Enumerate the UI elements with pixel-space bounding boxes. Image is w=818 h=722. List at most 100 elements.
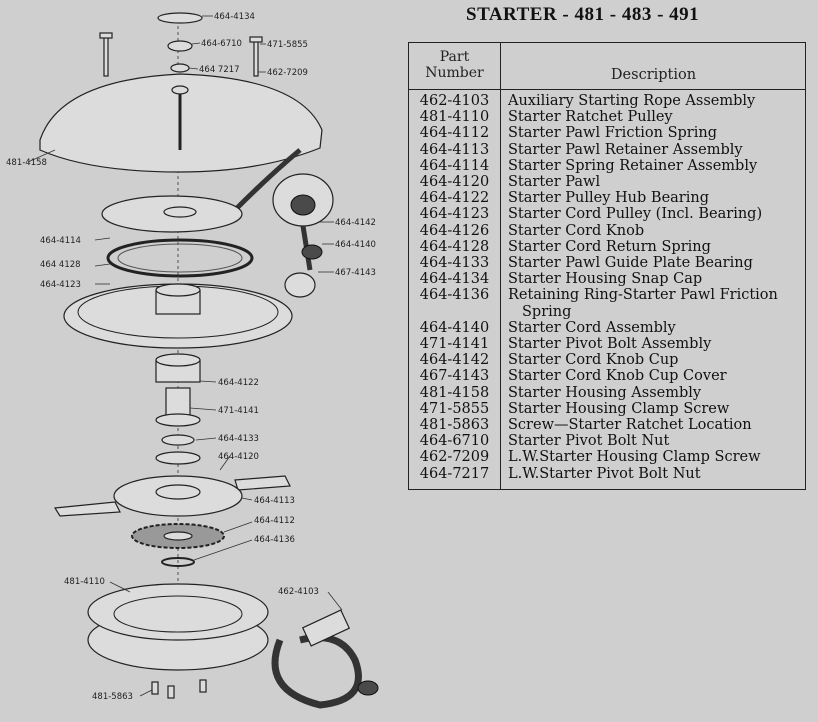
knob-cup-hole: [290, 194, 316, 216]
part-description-line1: Retaining Ring-Starter Pawl Friction: [508, 287, 778, 304]
part-description: Starter Cord Knob Cup Cover: [508, 368, 727, 385]
ratchet-screw-1-part: [151, 681, 159, 695]
part-number: 462-7209: [419, 449, 490, 466]
label-467-4143: 467-4143: [335, 268, 376, 278]
table-row: 471-4141 Starter Pivot Bolt Assembly: [409, 336, 805, 352]
part-description: Screw—Starter Ratchet Location: [508, 417, 752, 434]
label-481-4158: 481-4158: [6, 158, 47, 168]
table-row: 464-4142 Starter Cord Knob Cup: [409, 352, 805, 368]
part-description: Starter Cord Knob: [508, 222, 645, 239]
ratchet-pulley-inner: [113, 595, 243, 633]
part-description: Starter Pawl Retainer Assembly: [508, 141, 743, 158]
part-description: Auxiliary Starting Rope Assembly: [508, 93, 756, 109]
part-number: 464-4136: [419, 287, 490, 304]
header-part-line1: Part: [439, 49, 470, 65]
part-description: Starter Pawl Guide Plate Bearing: [508, 255, 753, 272]
auxiliary-rope-handle-part: [301, 609, 351, 647]
pivot-bolt-assembly-part: [165, 387, 191, 419]
ratchet-pulley-top: [87, 583, 269, 641]
pawl-right-part: [234, 475, 291, 491]
part-number: 464-4128: [419, 238, 490, 255]
part-number: 471-4141: [419, 336, 490, 353]
label-481-4110: 481-4110: [64, 577, 105, 587]
header-part-line2: Number: [425, 65, 484, 81]
label-464-4112: 464-4112: [254, 516, 295, 526]
part-number: 464-4133: [419, 255, 490, 272]
part-description: Starter Pulley Hub Bearing: [508, 190, 709, 207]
part-description: L.W.Starter Pivot Bolt Nut: [508, 465, 701, 482]
label-462-7209: 462-7209: [267, 68, 308, 78]
pivot-bolt-flange: [155, 413, 201, 427]
table-row: 462-4103 Auxiliary Starting Rope Assembly: [409, 93, 805, 109]
retaining-ring-part: [161, 557, 195, 567]
column-divider: [500, 43, 501, 489]
page-title: STARTER - 481 - 483 - 491: [466, 4, 700, 25]
label-481-5863: 481-5863: [92, 692, 133, 702]
part-description: Starter Housing Snap Cap: [508, 271, 703, 288]
part-description: Starter Ratchet Pulley: [508, 109, 673, 126]
cord-knob-cover-part: [284, 272, 316, 298]
part-number: 464-4113: [419, 141, 490, 158]
part-number: 464-4142: [419, 352, 490, 369]
table-row: 464-4133 Starter Pawl Guide Plate Bearing: [409, 255, 805, 271]
label-464-4113: 464-4113: [254, 496, 295, 506]
starter-cord-part: [233, 148, 302, 212]
label-464-7217: 464 7217: [199, 65, 240, 75]
snap-cap-part: [157, 12, 203, 24]
part-description: Starter Housing Clamp Screw: [508, 400, 730, 417]
part-number: 464-4126: [419, 222, 490, 239]
label-464-4123: 464-4123: [40, 280, 81, 290]
part-description-line2: Spring: [522, 303, 572, 320]
lock-washer-part: [170, 63, 190, 73]
clamp-screw-right-head: [249, 36, 263, 43]
part-number: 467-4143: [419, 368, 490, 385]
clamp-screw-left-head: [99, 32, 113, 39]
header-description: Description: [610, 67, 697, 83]
part-number: 462-4103: [419, 93, 490, 109]
guide-plate-washer-part: [155, 451, 201, 465]
clamp-screw-left-part: [103, 35, 109, 77]
part-number: 464-4123: [419, 206, 490, 223]
table-row: 462-7209 L.W.Starter Housing Clamp Screw: [409, 449, 805, 465]
part-number: 464-4122: [419, 190, 490, 207]
label-471-4141: 471-4141: [218, 406, 259, 416]
label-464-4120: 464-4120: [218, 452, 259, 462]
part-description: Starter Pivot Bolt Assembly: [508, 336, 712, 353]
table-row: 464-4136 Retaining Ring-Starter Pawl Fric…: [409, 287, 805, 319]
table-header: Part Number Description: [409, 43, 805, 90]
part-description: Starter Cord Assembly: [508, 319, 676, 336]
table-row: 464-4128 Starter Cord Return Spring: [409, 239, 805, 255]
leader-lines: [27, 15, 343, 697]
part-number: 471-5855: [419, 400, 490, 417]
table-row: 481-4110 Starter Ratchet Pulley: [409, 109, 805, 125]
part-number: 464-4112: [419, 125, 490, 142]
label-464-4142: 464-4142: [335, 218, 376, 228]
return-spring-inner: [117, 243, 243, 273]
auxiliary-rope-knot-part: [357, 680, 379, 696]
part-number: 464-4114: [419, 157, 490, 174]
part-number: 481-4110: [419, 109, 490, 126]
header-part-number: Part Number: [409, 49, 500, 81]
label-464-4140: 464-4140: [335, 240, 376, 250]
part-number: 464-4134: [419, 271, 490, 288]
part-description: Starter Pawl Friction Spring: [508, 125, 717, 142]
guide-plate-bearing-part: [161, 434, 195, 446]
part-description: Starter Cord Knob Cup: [508, 352, 679, 369]
part-number: 481-5863: [419, 417, 490, 434]
part-description: Starter Cord Return Spring: [508, 238, 711, 255]
label-464-4128: 464 4128: [40, 260, 81, 270]
label-464-4122: 464-4122: [218, 378, 259, 388]
part-description: Starter Pawl: [508, 174, 601, 191]
auxiliary-rope-part: [271, 634, 362, 709]
table-row: 464-4134 Starter Housing Snap Cap: [409, 271, 805, 287]
hub-bearing-top: [155, 353, 201, 367]
part-description: Starter Cord Pulley (Incl. Bearing): [508, 206, 763, 223]
table-row: 481-5863 Screw—Starter Ratchet Location: [409, 417, 805, 433]
pawl-left-part: [53, 501, 121, 517]
clamp-screw-right-part: [253, 39, 259, 77]
part-description: L.W.Starter Housing Clamp Screw: [508, 449, 761, 466]
